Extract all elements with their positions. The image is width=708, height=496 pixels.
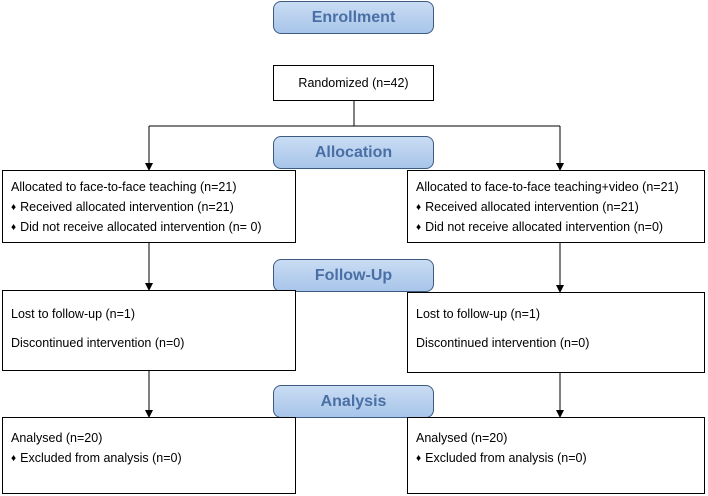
right-allocation-received: ♦Received allocated intervention (n=21) (416, 200, 639, 214)
left-followup-discontinued: Discontinued intervention (n=0) (11, 336, 185, 350)
right-allocation-box: Allocated to face-to-face teaching+video… (407, 170, 705, 243)
analysis-header: Analysis (273, 385, 434, 418)
left-allocation-received: ♦Received allocated intervention (n=21) (11, 200, 234, 214)
left-allocation-title: Allocated to face-to-face teaching (n=21… (11, 180, 237, 194)
right-analysis-analysed: Analysed (n=20) (416, 431, 508, 445)
right-allocation-not-received: ♦Did not receive allocated intervention … (416, 220, 664, 234)
left-allocation-box: Allocated to face-to-face teaching (n=21… (2, 170, 296, 243)
left-allocation-not-received: ♦Did not receive allocated intervention … (11, 220, 262, 234)
left-followup-lost: Lost to follow-up (n=1) (11, 307, 136, 321)
left-analysis-excluded: ♦Excluded from analysis (n=0) (11, 451, 182, 465)
bullet-icon: ♦ (11, 453, 17, 464)
left-followup-box: Lost to follow-up (n=1) Discontinued int… (2, 290, 296, 371)
randomized-box: Randomized (n=42) (273, 65, 434, 101)
enrollment-header: Enrollment (273, 1, 434, 34)
right-followup-box: Lost to follow-up (n=1) Discontinued int… (407, 292, 705, 373)
right-followup-lost: Lost to follow-up (n=1) (416, 307, 541, 321)
right-analysis-box: Analysed (n=20) ♦Excluded from analysis … (407, 417, 705, 494)
right-analysis-excluded: ♦Excluded from analysis (n=0) (416, 451, 587, 465)
bullet-icon: ♦ (11, 222, 17, 233)
bullet-icon: ♦ (416, 222, 422, 233)
followup-header: Follow-Up (273, 259, 434, 292)
right-allocation-title: Allocated to face-to-face teaching+video… (416, 180, 679, 194)
allocation-header: Allocation (273, 136, 434, 169)
right-followup-discontinued: Discontinued intervention (n=0) (416, 336, 590, 350)
bullet-icon: ♦ (416, 453, 422, 464)
left-analysis-analysed: Analysed (n=20) (11, 431, 103, 445)
randomized-label: Randomized (n=42) (298, 75, 409, 90)
bullet-icon: ♦ (11, 202, 17, 213)
bullet-icon: ♦ (416, 202, 422, 213)
left-analysis-box: Analysed (n=20) ♦Excluded from analysis … (2, 417, 296, 494)
